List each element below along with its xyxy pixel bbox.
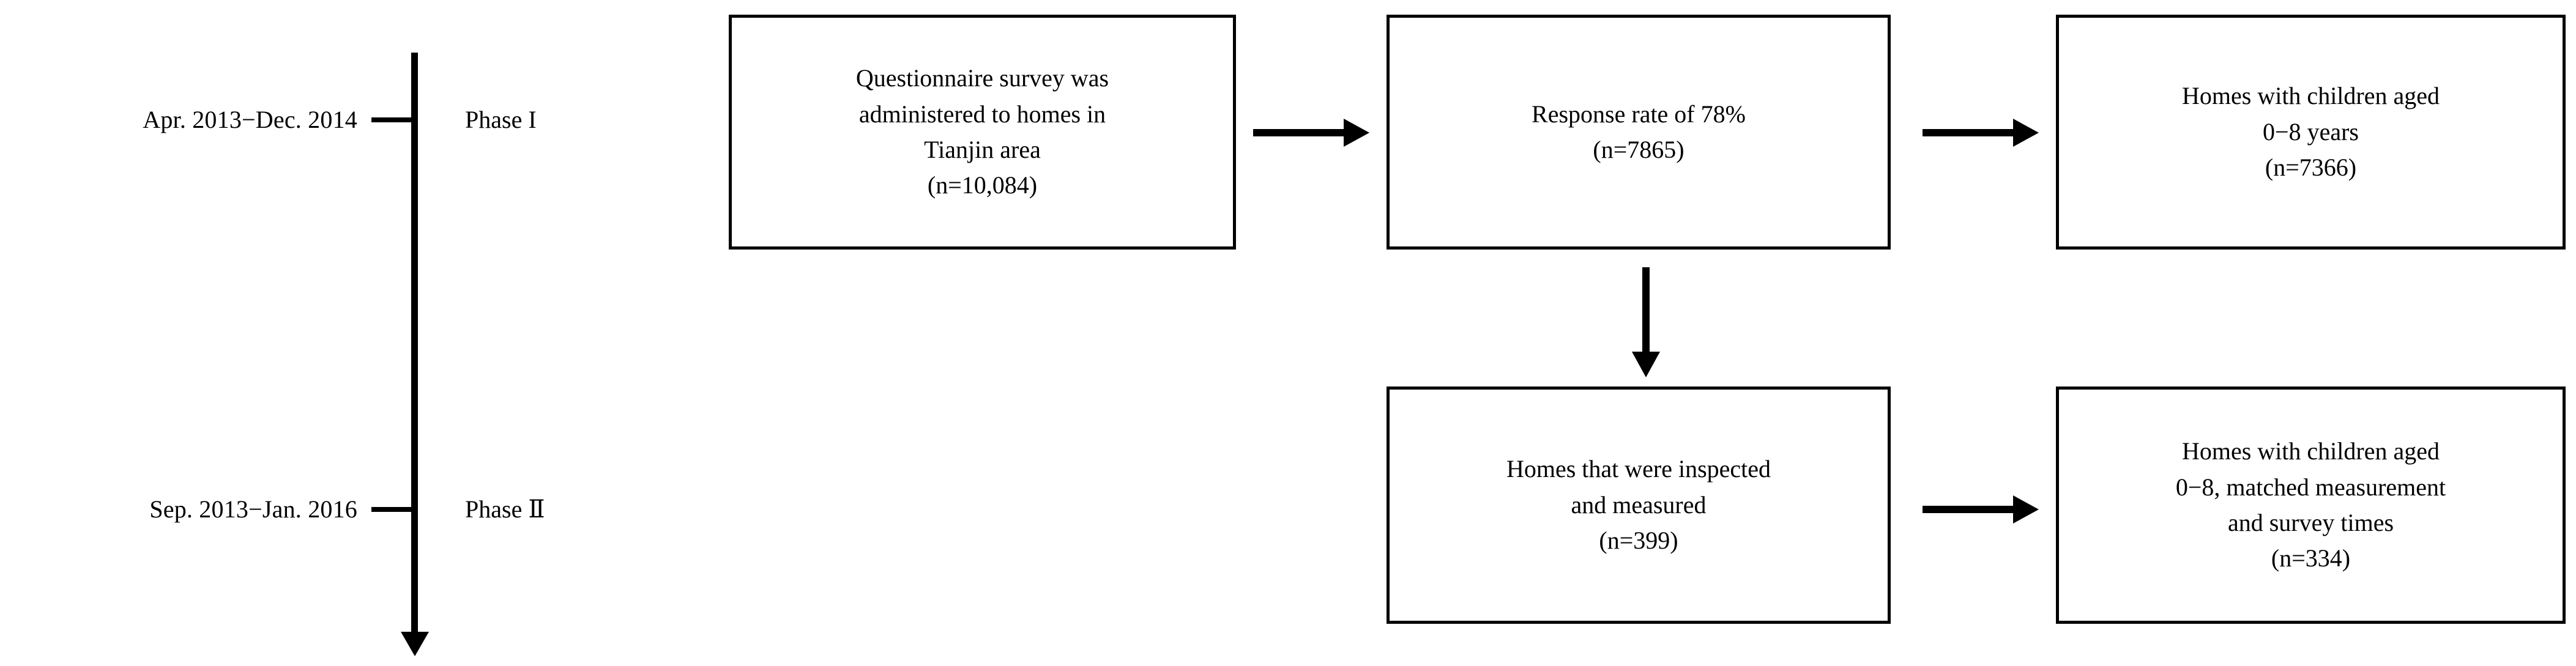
flow-box-homes-inspected-measured-text: Homes that were inspected and measured (…: [1506, 455, 1771, 555]
connector-shaft: [1642, 267, 1650, 353]
flow-box-questionnaire-survey: Questionnaire survey was administered to…: [729, 15, 1236, 250]
timeline-date-phase-2: Sep. 2013−Jan. 2016: [149, 495, 357, 523]
connector-arrowhead-icon: [2013, 495, 2039, 524]
flow-box-response-rate: Response rate of 78% (n=7865): [1387, 15, 1891, 250]
flow-box-questionnaire-survey-text: Questionnaire survey was administered to…: [855, 64, 1109, 199]
flow-box-response-rate-text: Response rate of 78% (n=7865): [1532, 100, 1746, 163]
flow-box-homes-matched-times: Homes with children aged 0−8, matched me…: [2056, 387, 2566, 624]
timeline-phase-label-1: Phase I: [465, 106, 537, 133]
timeline-arrowhead-icon: [401, 632, 429, 656]
timeline-phase-label-2: Phase Ⅱ: [465, 495, 545, 523]
timeline-tick-phase-1: [371, 117, 415, 122]
connector-arrowhead-icon: [1632, 352, 1660, 377]
connector-arrowhead-icon: [2013, 119, 2039, 147]
flow-box-homes-inspected-measured: Homes that were inspected and measured (…: [1387, 387, 1891, 624]
connector-arrowhead-icon: [1344, 119, 1369, 147]
connector-shaft: [1923, 506, 2014, 513]
connector-shaft: [1923, 129, 2014, 136]
flow-box-homes-children-0-8: Homes with children aged 0−8 years (n=73…: [2056, 15, 2566, 250]
flow-box-homes-children-0-8-text: Homes with children aged 0−8 years (n=73…: [2182, 82, 2440, 182]
timeline-tick-phase-2: [371, 507, 415, 512]
connector-shaft: [1253, 129, 1345, 136]
timeline-axis-line: [411, 53, 418, 641]
timeline-date-phase-1: Apr. 2013−Dec. 2014: [143, 106, 357, 133]
flow-box-homes-matched-times-text: Homes with children aged 0−8, matched me…: [2175, 437, 2446, 572]
